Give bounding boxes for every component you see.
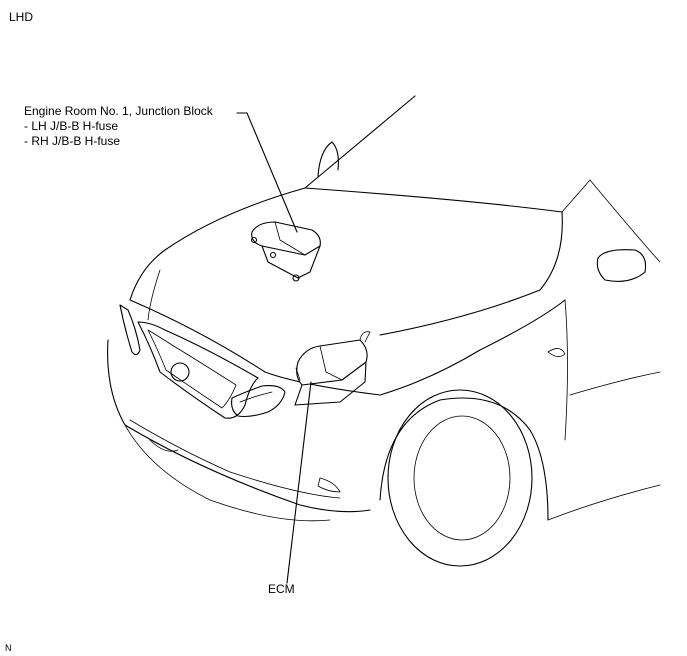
junction-block-leader-diagonal	[246, 112, 298, 233]
hood-side-edge	[379, 211, 563, 336]
right-headlight-inner	[239, 391, 273, 403]
ecm-label: ECM	[268, 582, 295, 596]
corner-mark: N	[5, 643, 12, 653]
drive-side-label: LHD	[9, 10, 34, 24]
rear-view-mirror	[317, 141, 339, 177]
hood-crease-left	[147, 269, 161, 321]
hood-outline	[129, 187, 306, 301]
front-wheel	[413, 415, 511, 541]
junction-block-icon	[250, 221, 321, 282]
grille-outline	[137, 321, 259, 419]
ecm-icon	[294, 331, 371, 406]
windshield-left-edge	[304, 95, 416, 189]
fog-light-right	[317, 477, 341, 493]
window-line	[589, 179, 661, 263]
ecm-leader-line	[286, 381, 312, 584]
bumper-lower-lip	[124, 424, 331, 522]
front-fender	[379, 299, 566, 396]
junction-block-callout: Engine Room No. 1, Junction Block - LH J…	[24, 104, 213, 149]
junction-block-item-lh: - LH J/B-B H-fuse	[24, 119, 119, 133]
bumper-intake	[129, 419, 341, 499]
grille-emblem	[170, 362, 190, 382]
right-headlight	[231, 385, 286, 418]
rocker-line	[547, 484, 661, 521]
hood-front-edge	[129, 299, 381, 396]
front-tire	[387, 389, 533, 567]
side-marker	[547, 348, 566, 357]
door-front-edge	[564, 299, 568, 441]
fog-light-left	[149, 439, 179, 452]
windshield-lower-edge	[304, 187, 563, 213]
door-crease	[569, 371, 661, 396]
grille-inner	[147, 329, 237, 409]
junction-block-item-rh: - RH J/B-B H-fuse	[24, 134, 121, 148]
junction-block-title: Engine Room No. 1, Junction Block	[24, 104, 213, 118]
a-pillar	[561, 179, 591, 213]
front-bumper	[107, 339, 371, 513]
left-headlight	[119, 304, 141, 356]
side-mirror	[596, 249, 647, 282]
